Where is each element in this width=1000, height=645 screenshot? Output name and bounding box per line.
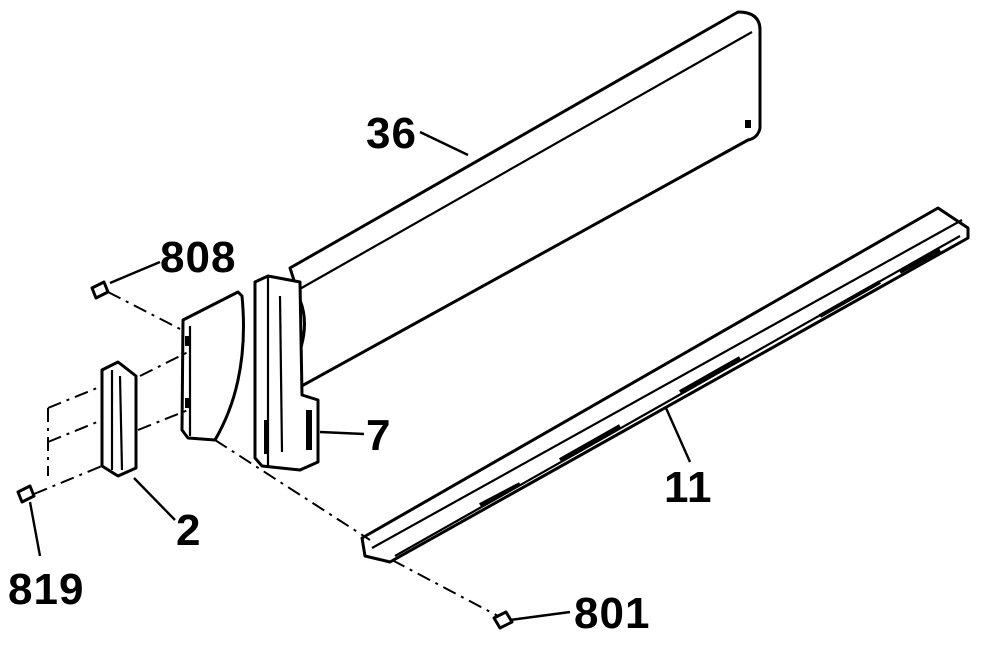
label-36: 36: [366, 109, 417, 158]
part-36-rail: [288, 10, 762, 390]
part-11-strip: [360, 206, 970, 564]
screw-819: [16, 484, 36, 504]
label-7: 7: [366, 411, 391, 460]
label-808: 808: [160, 233, 236, 282]
screw-801: [492, 610, 514, 630]
label-2: 2: [176, 506, 201, 555]
leader-lines: [28, 130, 692, 622]
label-801: 801: [574, 589, 650, 638]
part-7-bracket: [253, 274, 320, 472]
part-2-clip: [100, 360, 138, 478]
label-819: 819: [8, 565, 84, 614]
screw-808: [90, 280, 110, 300]
label-11: 11: [664, 463, 713, 512]
assembly-lines: [33, 291, 499, 617]
end-block: [180, 290, 245, 442]
